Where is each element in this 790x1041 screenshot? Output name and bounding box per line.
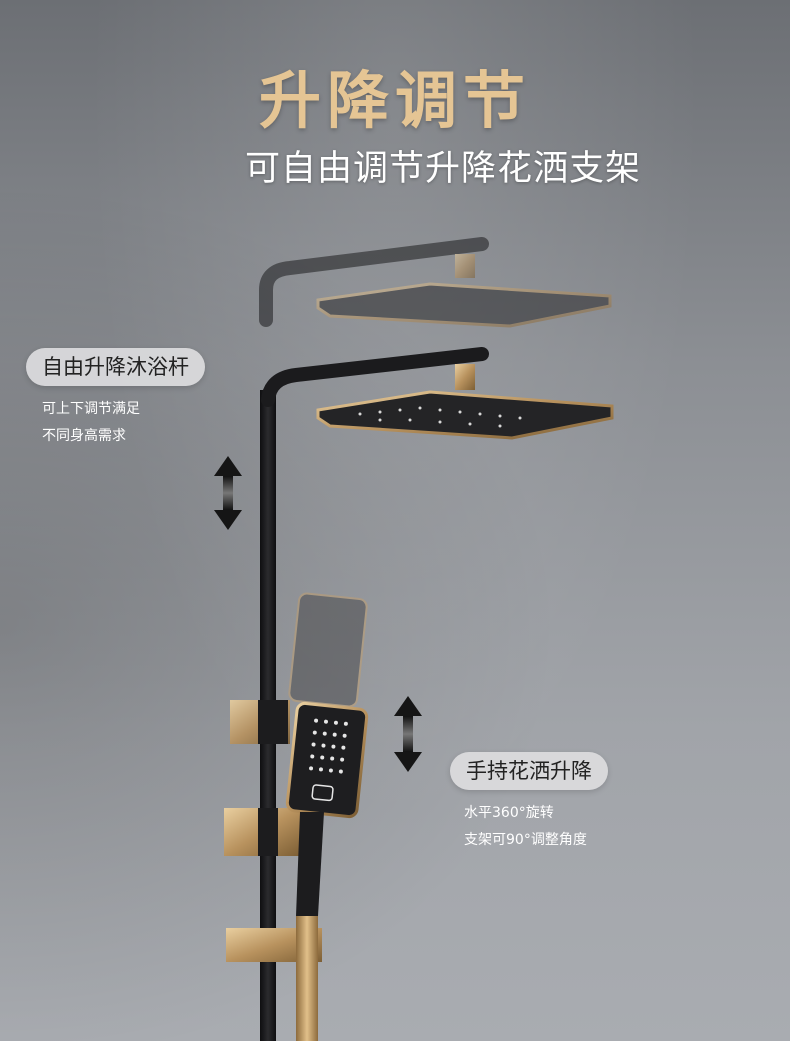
handheld-shower-ghost (288, 592, 368, 708)
shower-head-main (261, 347, 614, 440)
page-subtitle: 可自由调节升降花洒支架 (245, 149, 642, 189)
feature-desc-slide-rod: 可上下调节满足 不同身高需求 (42, 396, 140, 450)
middle-bracket (224, 808, 300, 856)
feature-desc-handheld: 水平360°旋转 支架可90°调整角度 (464, 800, 587, 854)
feature-label-slide-rod: 自由升降沐浴杆 (26, 348, 205, 386)
feature-desc-line: 水平360°旋转 (464, 805, 554, 821)
feature-label-handheld: 手持花洒升降 (450, 752, 608, 790)
shower-head-raised-ghost (259, 237, 612, 328)
page-title: 升降调节 (258, 64, 531, 137)
feature-desc-line: 可上下调节满足 (42, 401, 140, 417)
feature-desc-line: 不同身高需求 (42, 428, 126, 444)
handheld-shower (285, 701, 369, 1041)
upper-bracket (230, 700, 290, 744)
feature-desc-line: 支架可90°调整角度 (464, 832, 587, 848)
up-down-arrow-icon (214, 456, 242, 530)
up-down-arrow-icon (394, 696, 422, 772)
